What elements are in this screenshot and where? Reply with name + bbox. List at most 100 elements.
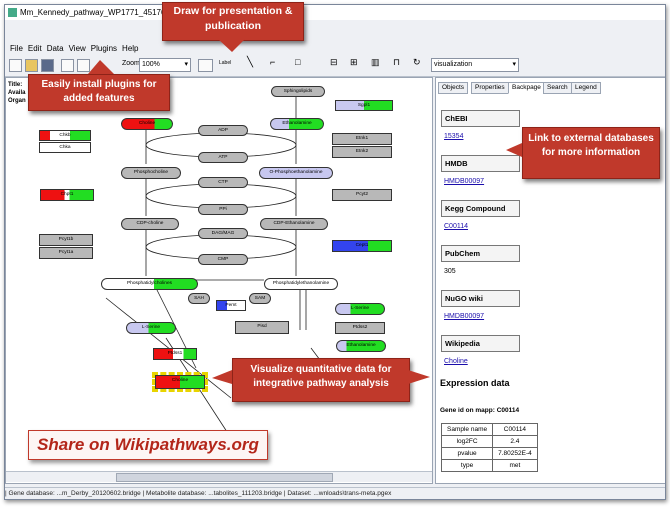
section-kegg: Kegg Compound <box>441 200 520 217</box>
menu-data[interactable]: Data <box>46 44 64 53</box>
section-chebi: ChEBI <box>441 110 520 127</box>
gene-id-label: Gene id on mapp: C00114 <box>440 407 520 414</box>
node-etnk1[interactable]: Etnk1 <box>332 133 392 145</box>
node-ctp[interactable]: CTP <box>198 177 248 188</box>
pathway-canvas[interactable]: Title: Availa Organ <box>5 77 433 484</box>
visualize-callout: Visualize quantitative data for integrat… <box>232 358 410 402</box>
node-sah[interactable]: SAH <box>188 293 210 304</box>
node-ptdss2[interactable]: Ptdss2 <box>335 322 385 334</box>
node-adp[interactable]: ADP <box>198 125 248 136</box>
refresh-icon[interactable]: ↻ <box>413 57 421 67</box>
align-center-icon[interactable]: ⊟ <box>330 57 338 67</box>
menu-file[interactable]: File <box>10 44 23 53</box>
node-etnk2[interactable]: Etnk2 <box>332 146 392 158</box>
align-middle-icon[interactable]: ⊞ <box>350 57 358 67</box>
arrow-visualize-left <box>212 370 232 384</box>
menu-bar: File Edit Data View Plugins Help <box>5 43 432 55</box>
node-ophosphoethanolamine[interactable]: O-Phosphoethanolamine <box>259 167 333 179</box>
link-wikipedia[interactable]: Choline <box>444 358 468 365</box>
link-nugo[interactable]: HMDB00097 <box>444 313 485 320</box>
info-title: Title: <box>8 82 23 88</box>
node-pcyt1a[interactable]: Pcyt1a <box>39 247 93 259</box>
menu-edit[interactable]: Edit <box>27 44 42 53</box>
info-organism: Organ <box>8 98 26 104</box>
chevron-down-icon: ▾ <box>512 61 516 68</box>
save-icon[interactable] <box>41 59 54 72</box>
node-cdp-ethanolamine[interactable]: CDP-Ethanolamine <box>260 218 328 230</box>
chevron-down-icon: ▾ <box>184 61 188 68</box>
toolbar: Zoom: 100% ▾ Label ╲ ⌐ □ ⊟ ⊞ ▥ ⊓ ↻ visual… <box>5 55 665 77</box>
shape-tool-icon[interactable]: □ <box>295 57 301 67</box>
paste-icon[interactable] <box>77 59 90 72</box>
line-tool-icon[interactable]: ╲ <box>247 57 254 68</box>
horizontal-scrollbar[interactable] <box>6 471 432 482</box>
node-cept1[interactable]: Cept1 <box>332 240 392 252</box>
lock-icon[interactable]: ⊓ <box>393 57 401 67</box>
node-ptdss1[interactable]: Ptdss1 <box>153 348 197 360</box>
stack-icon[interactable]: ▥ <box>371 57 380 67</box>
plugins-callout: Easily install plugins for added feature… <box>28 74 170 111</box>
side-panel: Objects Properties Backpage Search Legen… <box>435 77 665 484</box>
node-pcyt1b[interactable]: Pcyt1b <box>39 234 93 246</box>
node-choline-selected[interactable]: Choline <box>152 372 208 392</box>
draw-callout: Draw for presentation & publication <box>162 2 304 41</box>
open-folder-icon[interactable] <box>25 59 38 72</box>
section-pubchem: PubChem <box>441 245 520 262</box>
node-choline[interactable]: Choline <box>121 118 173 130</box>
link-hmdb[interactable]: HMDB00097 <box>444 178 485 185</box>
scrollbar-thumb[interactable] <box>116 473 333 482</box>
menu-view[interactable]: View <box>68 44 86 53</box>
section-wikipedia: Wikipedia <box>441 335 520 352</box>
node-chka[interactable]: Chka <box>39 142 91 153</box>
node-l-serine-left[interactable]: L-Serine <box>126 322 176 334</box>
node-pcyt2[interactable]: Pcyt2 <box>332 189 392 201</box>
visualization-select[interactable]: visualization ▾ <box>431 58 519 72</box>
node-pisd[interactable]: Pisd <box>235 321 289 334</box>
node-cdp-choline[interactable]: CDP-choline <box>121 218 179 230</box>
arrow-draw <box>218 39 245 52</box>
label-button[interactable]: Label <box>219 60 232 66</box>
copy-icon[interactable] <box>61 59 74 72</box>
node-ethanolamine[interactable]: Ethanolamine <box>270 118 324 130</box>
node-phosphatidylethanolamine[interactable]: Phosphatidylethanolamine <box>264 278 338 290</box>
node-pemt[interactable]: Pemt <box>216 300 246 311</box>
node-phosphatidylcholines[interactable]: Phosphatidylcholines <box>101 278 198 290</box>
datanode-icon[interactable] <box>198 59 213 72</box>
arrow-visualize-right <box>408 370 430 384</box>
node-chkb[interactable]: Chkb <box>39 130 91 141</box>
node-sphingolipids[interactable]: Sphingolipids <box>271 86 325 97</box>
node-ppi[interactable]: PPi <box>198 204 248 215</box>
tab-legend[interactable]: Legend <box>571 82 601 94</box>
arrow-links <box>506 143 522 157</box>
status-bar: | Gene database: ...m_Derby_20120602.bri… <box>5 487 665 499</box>
node-chpt1[interactable]: Chpt1 <box>40 189 94 201</box>
node-dag-mag[interactable]: DAG/MAG <box>198 228 248 239</box>
tab-objects[interactable]: Objects <box>438 82 469 94</box>
arrow-plugins <box>88 60 114 74</box>
link-chebi[interactable]: 15354 <box>444 133 464 140</box>
connector-tool-icon[interactable]: ⌐ <box>270 57 276 67</box>
link-kegg[interactable]: C00114 <box>444 223 469 230</box>
application-window: Mm_Kennedy_pathway_WP1771_45176.gpml Fil… <box>4 4 666 500</box>
links-callout: Link to external databases for more info… <box>522 127 660 179</box>
zoom-value: 100% <box>142 61 160 68</box>
app-icon <box>8 8 17 17</box>
node-atp[interactable]: ATP <box>198 152 248 163</box>
expression-title: Expression data <box>440 378 510 388</box>
zoom-select[interactable]: 100% ▾ <box>139 58 191 72</box>
zoom-label: Zoom: <box>122 60 142 67</box>
new-file-icon[interactable] <box>9 59 22 72</box>
table-cell: type <box>440 459 494 472</box>
node-cmp[interactable]: CMP <box>198 254 248 265</box>
node-ethanolamine-2[interactable]: Ethanolamine <box>336 340 386 352</box>
menu-help[interactable]: Help <box>122 44 139 53</box>
node-l-serine-right[interactable]: L-Serine <box>335 303 385 315</box>
node-sgpl1[interactable]: Sgpl1 <box>335 100 393 111</box>
visualization-value: visualization <box>434 61 473 68</box>
share-callout: Share on Wikipathways.org <box>28 430 268 460</box>
node-sam[interactable]: SAM <box>249 293 271 304</box>
node-phosphocholine[interactable]: Phosphocholine <box>121 167 181 179</box>
section-nugo: NuGO wiki <box>441 290 520 307</box>
menu-plugins[interactable]: Plugins <box>90 44 118 53</box>
